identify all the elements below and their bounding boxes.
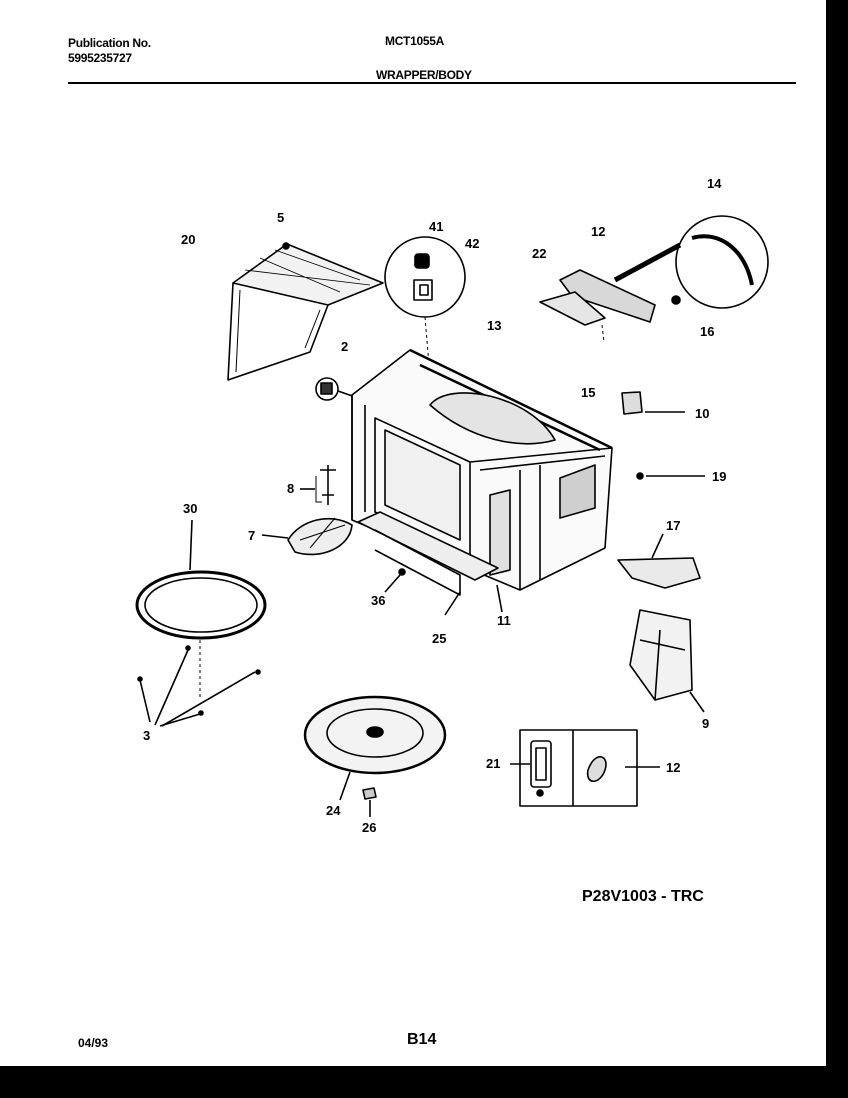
callout-7: 7 [248, 528, 255, 543]
callout-30: 30 [183, 501, 197, 516]
part-10-cover [621, 391, 685, 415]
page-number: B14 [407, 1031, 437, 1048]
callout-24: 24 [326, 803, 341, 818]
part-13-oven-cavity [351, 348, 613, 591]
part-36-screw [384, 568, 406, 593]
part-14-detail [675, 215, 769, 309]
callout-25: 25 [432, 631, 446, 646]
part-30-roller-ring [135, 519, 267, 700]
callout-13: 13 [487, 318, 501, 333]
callout-3: 3 [143, 728, 150, 743]
part-41-42-detail [384, 236, 466, 500]
callout-8: 8 [287, 481, 294, 496]
part-11-leader [496, 584, 503, 613]
scan-border-bottom [0, 1066, 848, 1098]
part-17-cover [617, 533, 701, 589]
callout-19: 19 [712, 469, 726, 484]
model-number: MCT1055A [385, 34, 444, 48]
part-19-screw [636, 472, 705, 480]
part-25-base-plate [357, 511, 499, 616]
part-2-bracket [315, 377, 359, 401]
part-26-coupler [362, 787, 377, 817]
callout-12-inset: 12 [666, 760, 680, 775]
callout-20: 20 [181, 232, 195, 247]
part-9-duct [629, 609, 705, 713]
part-7-fan-blade [261, 517, 353, 556]
callout-17: 17 [666, 518, 680, 533]
callout-5: 5 [277, 210, 284, 225]
diagram-code: P28V1003 - TRC [582, 888, 704, 905]
callout-11: 11 [497, 613, 511, 628]
callout-10: 10 [695, 406, 709, 421]
callout-41: 41 [429, 219, 443, 234]
part-22-hinge-assembly [539, 242, 682, 343]
callout-15: 15 [581, 385, 595, 400]
callout-26: 26 [362, 820, 376, 835]
part-3-rollers [137, 645, 261, 727]
part-21-12-inset [510, 729, 660, 807]
callout-21: 21 [486, 756, 500, 771]
callout-42: 42 [465, 236, 479, 251]
callout-labels: 20 5 41 42 22 12 14 16 2 13 15 10 19 8 7… [143, 176, 726, 835]
part-8-motor-shaft [300, 465, 336, 505]
callout-9: 9 [702, 716, 709, 731]
scan-border-right [826, 0, 848, 1098]
section-title: WRAPPER/BODY [376, 68, 472, 82]
callout-12-top: 12 [591, 224, 605, 239]
header-rule [68, 82, 796, 84]
publication-label: Publication No. [68, 36, 151, 50]
callout-14: 14 [707, 176, 722, 191]
publication-number: 5995235727 [68, 51, 132, 65]
part-24-turntable [303, 695, 447, 801]
callout-22: 22 [532, 246, 546, 261]
part-20-wrapper-panel [227, 242, 384, 381]
callout-16: 16 [700, 324, 714, 339]
callout-2: 2 [341, 339, 348, 354]
callout-36: 36 [371, 593, 385, 608]
revision-date: 04/93 [78, 1036, 109, 1050]
